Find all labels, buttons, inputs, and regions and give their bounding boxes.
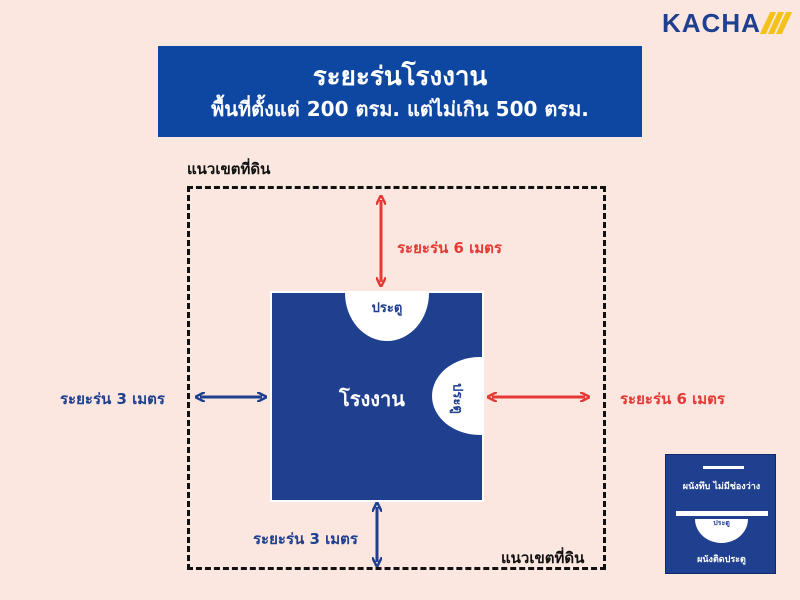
boundary-label-top: แนวเขตที่ดิน — [187, 160, 271, 178]
door-wall-symbol — [676, 511, 768, 516]
setback-label-top: ระยะร่น 6 เมตร — [397, 239, 502, 257]
factory-label: โรงงาน — [339, 387, 405, 411]
legend-box: ผนังทึบ ไม่มีช่องว่าง ประตู ผนังติดประตู — [665, 454, 776, 574]
setback-label-left: ระยะร่น 3 เมตร — [60, 390, 165, 408]
door-top-label: ประตู — [371, 301, 403, 316]
setback-label-bottom: ระยะร่น 3 เมตร — [253, 530, 358, 548]
setback-label-right: ระยะร่น 6 เมตร — [620, 390, 725, 408]
legend-door-label: ประตู — [713, 519, 730, 527]
title-banner: ระยะร่นโรงงาน พื้นที่ตั้งแต่ 200 ตรม. แต… — [158, 46, 642, 137]
banner-title: ระยะร่นโรงงาน — [312, 61, 488, 92]
banner-subtitle: พื้นที่ตั้งแต่ 200 ตรม. แต่ไม่เกิน 500 ต… — [211, 96, 589, 121]
factory-building: ประตู ประตู โรงงาน — [270, 291, 484, 502]
logo-text: KACHA — [662, 7, 761, 38]
door-right-label: ประตู — [449, 383, 465, 414]
solid-wall-symbol — [703, 466, 744, 469]
legend-door-wall-label: ผนังติดประตู — [697, 555, 746, 565]
legend-solid-wall-label: ผนังทึบ ไม่มีช่องว่าง — [682, 482, 761, 492]
kacha-logo: KACHA — [662, 7, 793, 38]
land-boundary — [187, 186, 606, 570]
boundary-label-bottom: แนวเขตที่ดิน — [501, 549, 585, 567]
